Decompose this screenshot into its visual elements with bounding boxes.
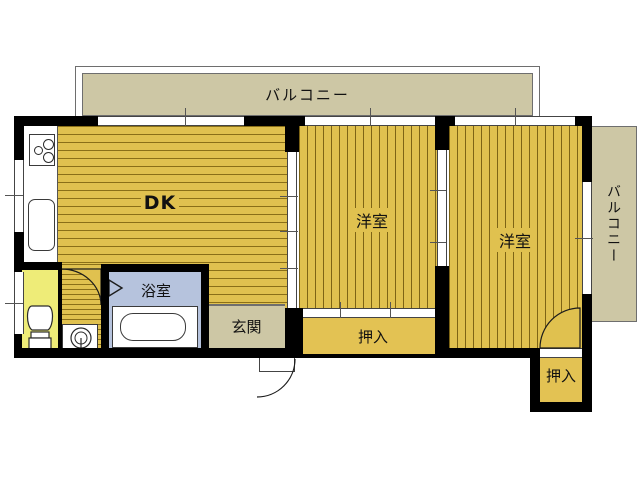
entrance-swing-door (256, 358, 296, 398)
wall-bath-right (201, 264, 209, 358)
room-washitsu1-floor (299, 126, 445, 311)
window-dk-balcony (98, 116, 244, 126)
exterior-wall-bottom (14, 348, 540, 358)
room-washitsu1-label: 洋室 (332, 208, 412, 232)
sliding-door-room1-room2-mullion-2 (430, 242, 446, 243)
exterior-wall-top (14, 116, 592, 126)
bathroom-door-arrow-icon (108, 278, 124, 298)
sliding-door-mullion-3 (280, 268, 298, 269)
closet-swing-door (539, 307, 581, 349)
kitchen-sink (28, 199, 55, 251)
sliding-door-mullion-1 (280, 196, 298, 197)
gas-stove-3-burner (29, 134, 55, 166)
wall-segment-dk-top-right (244, 116, 295, 126)
bathtub (120, 313, 186, 341)
partition-dk-room1-top (285, 116, 299, 152)
closet1-door-mullion-2 (390, 302, 391, 318)
sliding-door-dk-room1 (287, 152, 297, 308)
sliding-door-mullion-2 (280, 231, 298, 232)
closet2-label: 押入 (545, 366, 576, 385)
window-washitsu1-mullion (370, 108, 371, 126)
closet1-floor (303, 318, 441, 354)
wall-service-bottom (14, 348, 209, 358)
sliding-door-room1-room2 (437, 150, 447, 266)
closet1-label: 押入 (357, 327, 388, 346)
washing-machine-pan (62, 324, 98, 352)
room-genkan-floor (208, 306, 285, 348)
window-kitchen-left-mullion (5, 195, 23, 196)
window-toilet-left-mullion (5, 303, 23, 304)
room-washitsu2-floor (449, 126, 582, 348)
exterior-wall-right-lower (582, 316, 592, 412)
partition-room1-room2-bottom (435, 266, 449, 358)
wall-segment-dk-top-left (24, 116, 98, 126)
closet1-sliding-doors (303, 308, 441, 318)
toilet-fixture (26, 305, 54, 350)
exterior-wall-left (14, 116, 24, 358)
exterior-wall-closet2-left (530, 348, 540, 412)
closet1-door-mullion-1 (340, 302, 341, 318)
balcony-right-label: バルコニー (590, 127, 636, 321)
wall-service-top (14, 262, 62, 270)
window-dk-balcony-mullion (185, 108, 186, 126)
room-genkan-label: 玄関 (231, 317, 262, 336)
window-washitsu2-right-mullion (575, 238, 593, 239)
room-washitsu2-label: 洋室 (475, 228, 555, 252)
partition-room1-room2-top (435, 116, 449, 150)
room-dk-label: DK (120, 188, 200, 218)
exterior-wall-closet2-bottom (530, 402, 592, 412)
genkan-step-line (208, 304, 285, 306)
room-bath-label: 浴室 (140, 281, 171, 300)
wall-bath-top (101, 264, 209, 272)
window-kitchen-left (14, 160, 24, 232)
balcony-top-label: バルコニー (83, 74, 532, 115)
window-washitsu2-mullion (515, 108, 516, 126)
partition-dk-room1-bottom (285, 308, 299, 358)
closet2-floor (540, 358, 582, 402)
toilet-swing-door (60, 268, 102, 306)
wall-hall-bath-divider (101, 264, 109, 358)
sliding-door-room1-room2-mullion-1 (430, 190, 446, 191)
